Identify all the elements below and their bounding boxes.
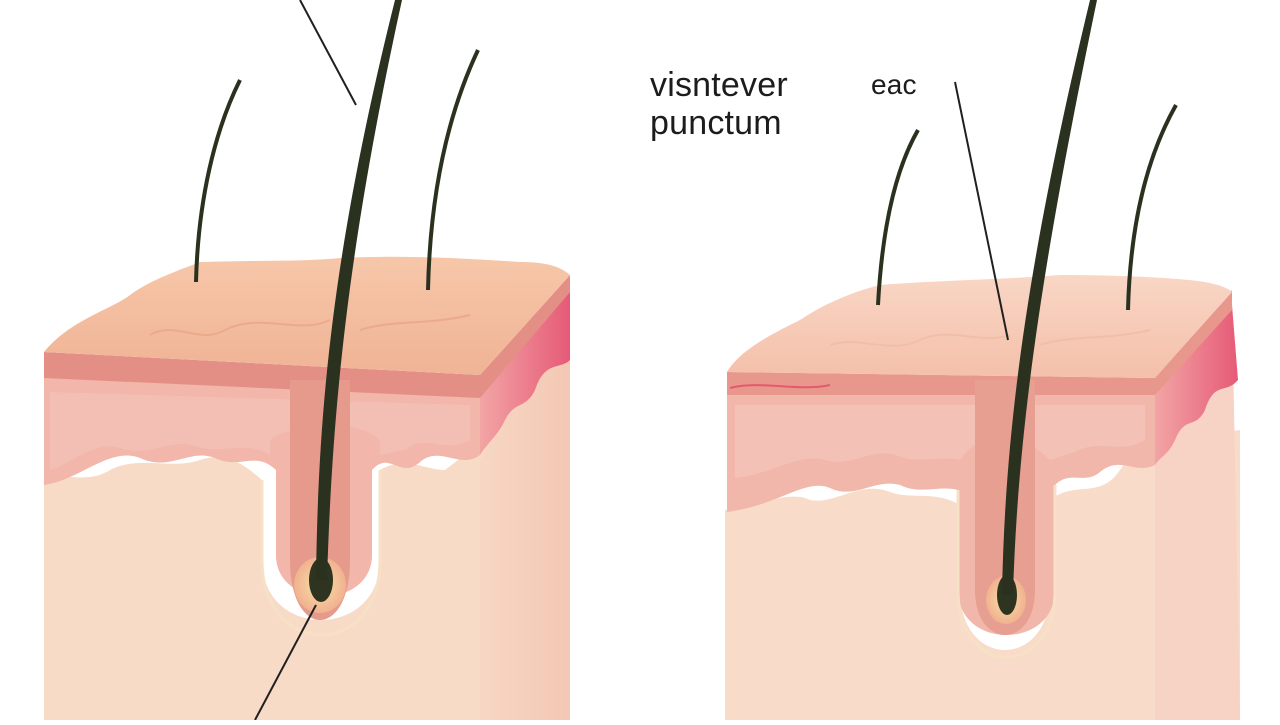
right-main-hair (1002, 0, 1097, 595)
left-leader-line-bottom (254, 604, 317, 721)
left-leader-line-top (299, 0, 357, 106)
side-label: eac (871, 69, 917, 100)
left-side-face (480, 280, 570, 720)
right-hair-1 (876, 129, 920, 306)
left-subcutis (44, 430, 520, 720)
left-skin-block (44, 0, 570, 721)
left-top-surface (44, 256, 570, 375)
right-subcutis (725, 430, 1240, 720)
left-hair-2 (426, 49, 480, 291)
right-top-crease (829, 333, 1011, 347)
right-leader-line (954, 81, 1009, 341)
title-line-2: punctum (650, 104, 782, 142)
right-follicle-outline (956, 485, 1057, 659)
right-epidermis-red (729, 384, 831, 389)
title-line-1: visntever (650, 66, 788, 104)
left-follicle-outline (260, 470, 382, 637)
left-side-red-band (480, 290, 570, 455)
right-dermis-inner (735, 405, 1145, 478)
right-side-face (1155, 305, 1240, 720)
left-top-crease-2 (359, 314, 471, 331)
right-epidermis (727, 290, 1232, 395)
right-hair-2 (1126, 104, 1178, 311)
right-top-crease-2 (1039, 329, 1151, 346)
title-label: visntever punctum (650, 66, 788, 142)
left-dermis-inner (50, 392, 470, 470)
right-skin-block (725, 0, 1240, 720)
right-top-surface (727, 275, 1232, 378)
left-hair-1 (194, 79, 242, 283)
left-main-hair (316, 0, 402, 580)
right-side-red-band (1155, 305, 1238, 465)
left-epidermis (44, 275, 570, 398)
left-top-crease (149, 319, 331, 336)
